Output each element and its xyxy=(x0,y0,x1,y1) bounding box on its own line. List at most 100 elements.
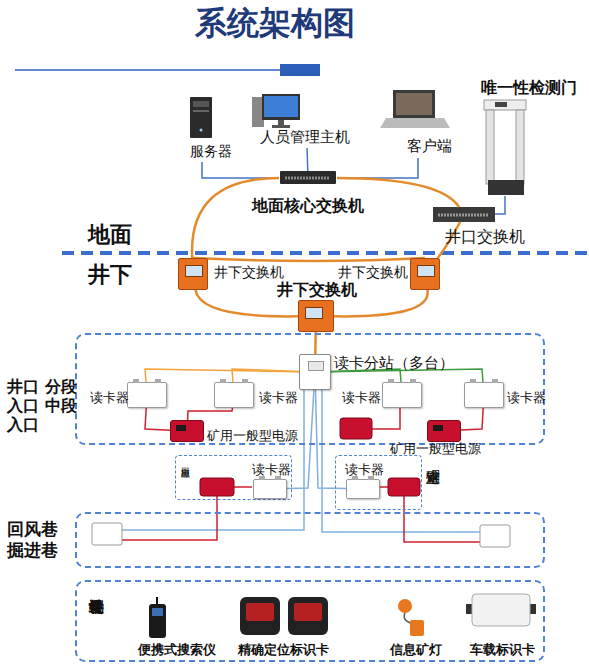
reader-box: 读卡器 xyxy=(214,382,254,408)
searcher-icon xyxy=(149,604,166,638)
monitor-stand xyxy=(278,120,284,125)
zone-group: 回风巷 掘进巷 xyxy=(75,512,545,568)
antenna xyxy=(156,597,158,605)
connector-line xyxy=(495,196,505,214)
title-bar xyxy=(280,64,320,76)
power-wire xyxy=(122,496,217,540)
device-icon: 车载标识卡 xyxy=(472,594,536,630)
device-icon: 信息矿灯 xyxy=(398,600,428,640)
server-led xyxy=(200,129,203,132)
device-icon: 客户端 xyxy=(383,90,453,158)
connector-line xyxy=(314,332,317,354)
connector-line xyxy=(188,408,233,420)
reader-box: 读卡器 xyxy=(382,382,422,408)
node-label: 井口 分段入口 中段入口 xyxy=(7,377,77,435)
connector-line xyxy=(145,408,170,430)
node-label: 井下交换机 xyxy=(277,281,357,299)
area-box: 避难硐室读卡器 xyxy=(335,455,422,510)
node-label: 井下交换机 xyxy=(338,264,408,280)
node-label: 车载标识卡 xyxy=(470,643,535,658)
tag-card-icon xyxy=(288,597,328,635)
shaft-switch-icon xyxy=(433,207,495,222)
node-label: 读卡分站（多台） xyxy=(334,355,454,372)
node-label: 客户端 xyxy=(407,138,452,155)
searcher-screen xyxy=(152,608,163,616)
node-label: 读卡器 xyxy=(259,391,298,406)
server-slot xyxy=(193,110,209,112)
region-label: 地面 xyxy=(88,222,132,247)
lamp-head xyxy=(398,599,412,613)
power-wire xyxy=(379,486,388,488)
switch-box: 井下交换机 xyxy=(298,300,334,332)
title-underline xyxy=(15,69,280,71)
core-switch-icon xyxy=(280,171,336,184)
node-label: 便携式搜索仪 xyxy=(138,643,216,658)
node-label: 人员管理主机 xyxy=(260,129,350,146)
signal-wire xyxy=(322,388,480,532)
surface-divider xyxy=(62,251,589,255)
node-label: 井下交换机 xyxy=(214,264,284,280)
tag-card-panel xyxy=(294,603,322,621)
vehicle-tag-plug xyxy=(466,604,472,614)
zone-group: 终端设备便携式搜索仪精确定位标识卡信息矿灯车载标识卡 xyxy=(75,580,545,662)
vehicle-tag-icon xyxy=(472,594,530,626)
node-label: 矿用一般型电源 xyxy=(207,429,298,444)
node-label: 唯一性检测门 xyxy=(481,79,577,97)
power-wire xyxy=(234,486,252,488)
node-label: 井口交换机 xyxy=(445,228,525,246)
power-wire xyxy=(404,496,480,542)
node-label: 读卡器 xyxy=(345,463,384,478)
switch-box: 井下交换机 xyxy=(410,258,440,290)
node-label: 读卡器 xyxy=(507,391,546,406)
reader-box: 读卡器 xyxy=(464,382,504,408)
server-icon xyxy=(190,97,212,138)
power-supply-icon xyxy=(340,418,372,439)
node-label: 读卡器 xyxy=(252,463,291,478)
door-base xyxy=(488,180,524,195)
zone-group: 井口 分段入口 中段入口读卡分站（多台）读卡器读卡器读卡器读卡器矿用一般型电源矿… xyxy=(75,333,545,445)
power-wire xyxy=(372,406,400,429)
node-label: 信息矿灯 xyxy=(390,643,442,658)
reader-icon xyxy=(92,523,122,545)
reader-box: 读卡器 xyxy=(253,479,287,499)
door-display xyxy=(495,102,507,107)
node-label: 回风巷 掘进巷 xyxy=(7,519,77,562)
device-icon: 人员管理主机 xyxy=(252,92,360,148)
switch-ports xyxy=(438,214,488,217)
connector-line xyxy=(306,148,308,171)
door-top xyxy=(484,100,526,110)
diagram-title: 系统架构图 xyxy=(195,4,355,42)
server-panel xyxy=(193,101,209,107)
device-icon: 唯一性检测门 xyxy=(483,100,527,196)
node-label: 服务器 xyxy=(190,143,232,159)
node-label: 读卡器 xyxy=(342,391,381,406)
connector-line xyxy=(461,408,483,430)
monitor-screen xyxy=(264,96,298,117)
reader-icon xyxy=(480,525,510,547)
area-box: 应急出口读卡器 xyxy=(175,455,292,500)
tag-card-panel xyxy=(246,603,274,621)
switch-box: 井下交换机 xyxy=(178,258,208,290)
station-box: 读卡分站（多台） xyxy=(299,354,331,390)
connector-line xyxy=(337,158,418,178)
laptop-base xyxy=(380,118,450,128)
device-icon: 精确定位标识卡 xyxy=(240,597,332,639)
device-icon: 服务器 xyxy=(188,95,216,162)
reader-box: 读卡器 xyxy=(346,479,380,499)
power-supply-icon xyxy=(200,478,234,496)
door-post xyxy=(516,110,524,184)
power-box: 矿用一般型电源 xyxy=(427,420,461,442)
door-post xyxy=(486,110,494,184)
switch-icon: 地面核心交换机 xyxy=(279,171,337,185)
power-supply-icon xyxy=(388,478,420,496)
vehicle-tag-plug xyxy=(530,604,536,614)
laptop-lid xyxy=(393,90,435,118)
switch-ports xyxy=(285,177,330,180)
lamp-battery xyxy=(410,620,424,636)
tag-card-icon xyxy=(240,597,280,635)
connector-line xyxy=(193,258,425,261)
switch-icon: 井口交换机 xyxy=(433,207,495,222)
region-label: 井下 xyxy=(88,262,132,287)
signal-wire xyxy=(122,388,304,530)
